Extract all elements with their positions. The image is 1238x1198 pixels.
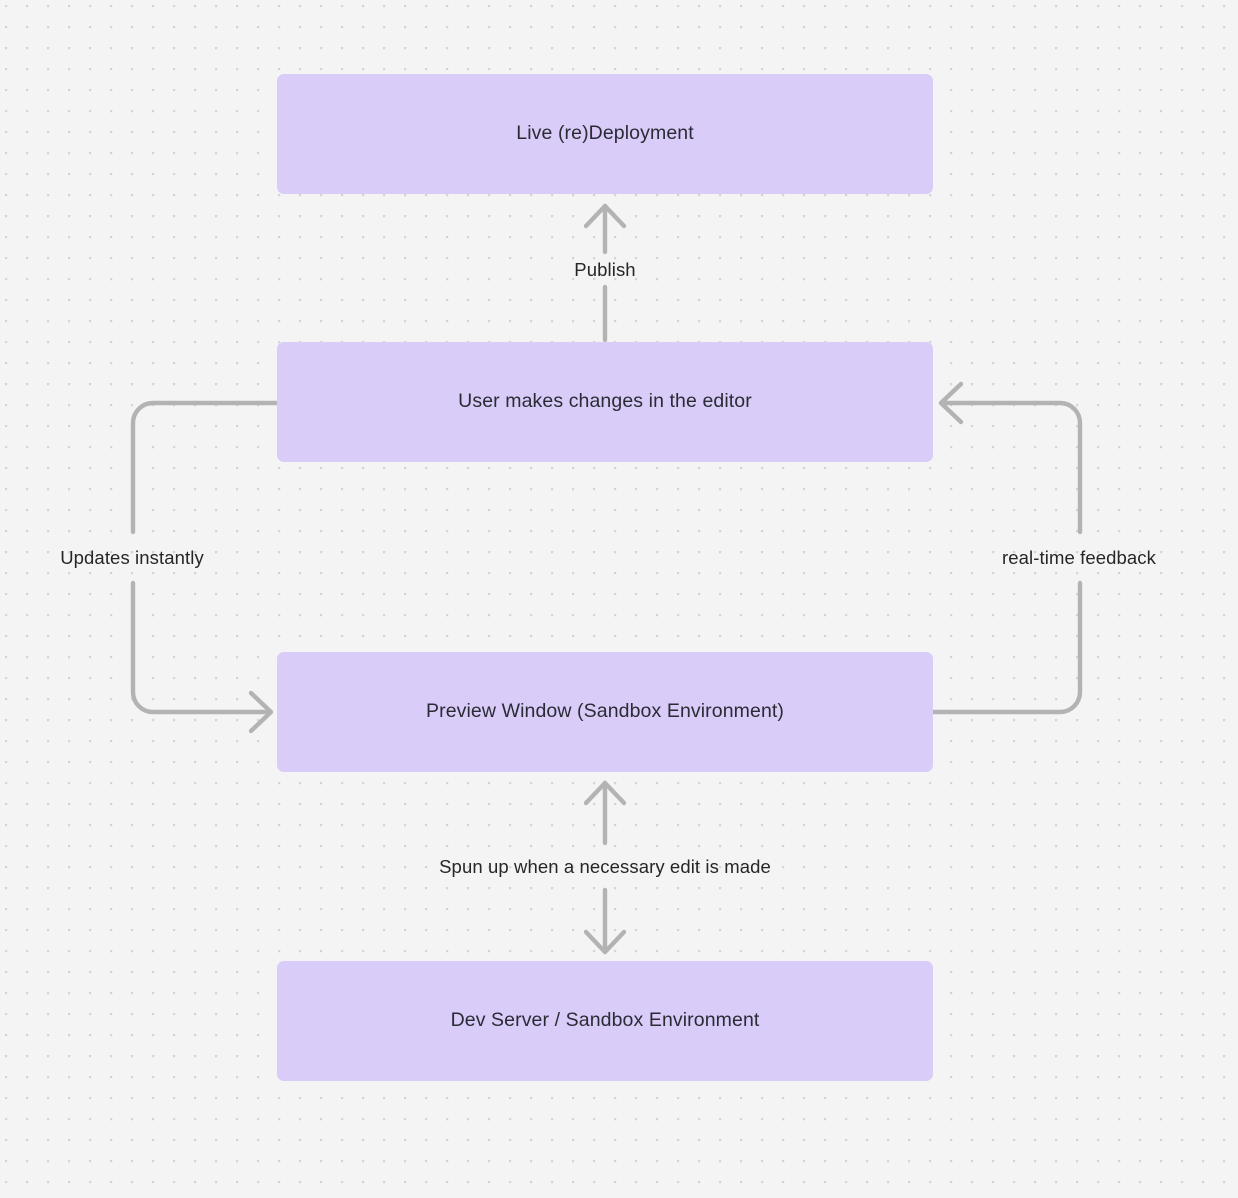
node-dev-server[interactable]: Dev Server / Sandbox Environment xyxy=(277,961,933,1081)
edge-label-publish: Publish xyxy=(574,258,636,280)
node-live-deployment[interactable]: Live (re)Deployment xyxy=(277,74,933,194)
node-user-edits[interactable]: User makes changes in the editor xyxy=(277,342,933,462)
node-live-deployment-label: Live (re)Deployment xyxy=(516,122,694,145)
edge-label-updates-instantly: Updates instantly xyxy=(60,546,204,568)
edge-label-real-time-feedback: real-time feedback xyxy=(1002,546,1156,568)
node-preview-window-label: Preview Window (Sandbox Environment) xyxy=(426,700,784,723)
node-dev-server-label: Dev Server / Sandbox Environment xyxy=(450,1009,760,1032)
node-preview-window[interactable]: Preview Window (Sandbox Environment) xyxy=(277,652,933,772)
edge-label-spun-up: Spun up when a necessary edit is made xyxy=(439,855,771,877)
node-user-edits-label: User makes changes in the editor xyxy=(458,390,752,413)
